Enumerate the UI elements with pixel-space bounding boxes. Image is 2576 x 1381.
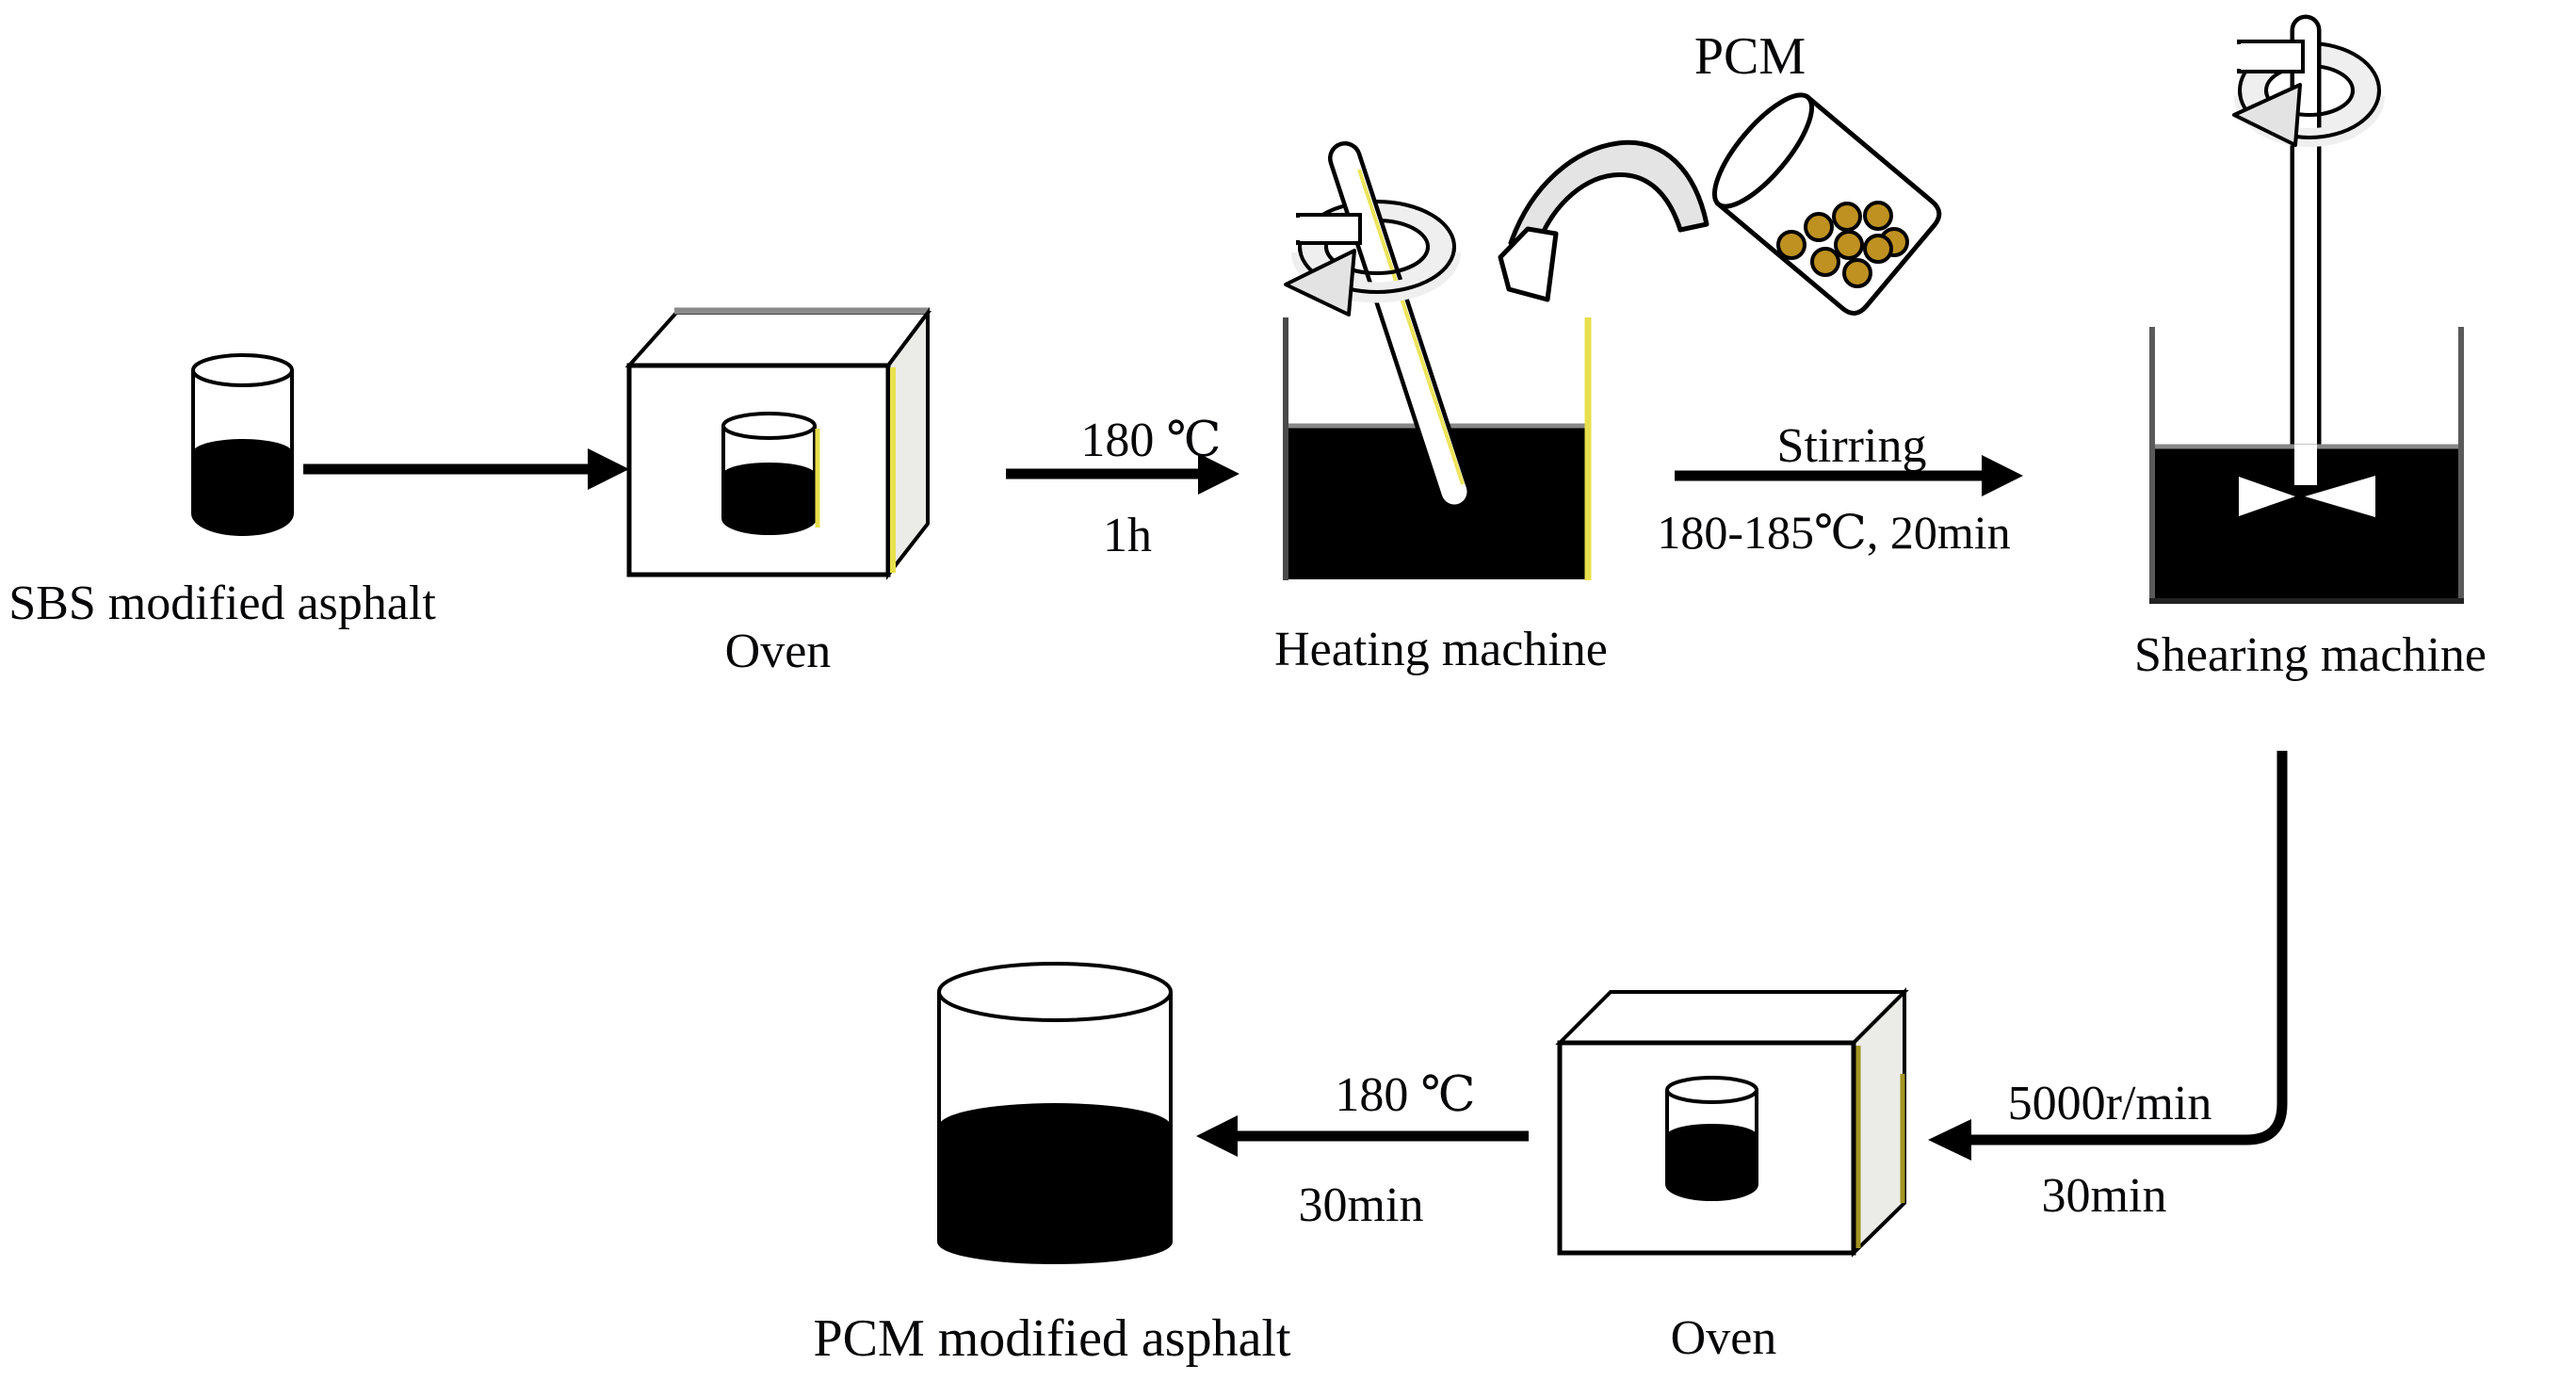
arrow-shearing-to-oven	[1928, 751, 2288, 1161]
arrow-oven-to-heating-temp: 180 ℃	[1080, 414, 1221, 467]
pcm-particles	[1776, 201, 1909, 288]
arrow-heating-to-shearing	[1675, 455, 2023, 496]
shearing-machine-label: Shearing machine	[2134, 628, 2487, 682]
arrow-sbs-to-oven	[303, 448, 629, 490]
arrow-oven-to-heating-time: 1h	[1103, 509, 1152, 562]
arrow-shearing-to-oven-top: 5000r/min	[2008, 1077, 2212, 1130]
shaft-rotation-arrow-front	[2232, 40, 2385, 147]
heating-machine-label: Heating machine	[1274, 623, 1608, 676]
oven2-label: Oven	[1671, 1311, 1777, 1365]
arrow-heating-to-shearing-top: Stirring	[1777, 419, 1927, 473]
arrow-shearing-to-oven-bottom: 30min	[2042, 1169, 2167, 1223]
oven2-icon	[1555, 987, 1909, 1258]
oven1-icon	[624, 307, 932, 580]
pour-arrow	[1498, 139, 1709, 302]
pcm-cup-icon	[1711, 92, 1942, 316]
pcm-label: PCM	[1694, 27, 1806, 86]
arrow-heating-to-shearing-bottom: 180-185℃, 20min	[1657, 506, 2010, 559]
pcm-beaker-icon	[937, 962, 1173, 1264]
arrow-oven-to-beaker-time: 30min	[1299, 1178, 1424, 1232]
arrow-oven-to-beaker-temp: 180 ℃	[1335, 1068, 1475, 1122]
sbs-beaker-label: SBS modified asphalt	[8, 577, 436, 630]
arrow-oven-to-beaker	[1196, 1115, 1529, 1157]
shearing-machine-icon	[2149, 327, 2464, 604]
arrow-oven-to-heating	[1006, 453, 1239, 495]
pcm-beaker-label: PCM modified asphalt	[813, 1309, 1291, 1368]
sbs-beaker-icon	[191, 353, 294, 536]
oven1-label: Oven	[725, 625, 832, 678]
stirring-rod-icon	[1328, 141, 1471, 509]
rod-rotation-arrow-front	[1284, 213, 1461, 317]
